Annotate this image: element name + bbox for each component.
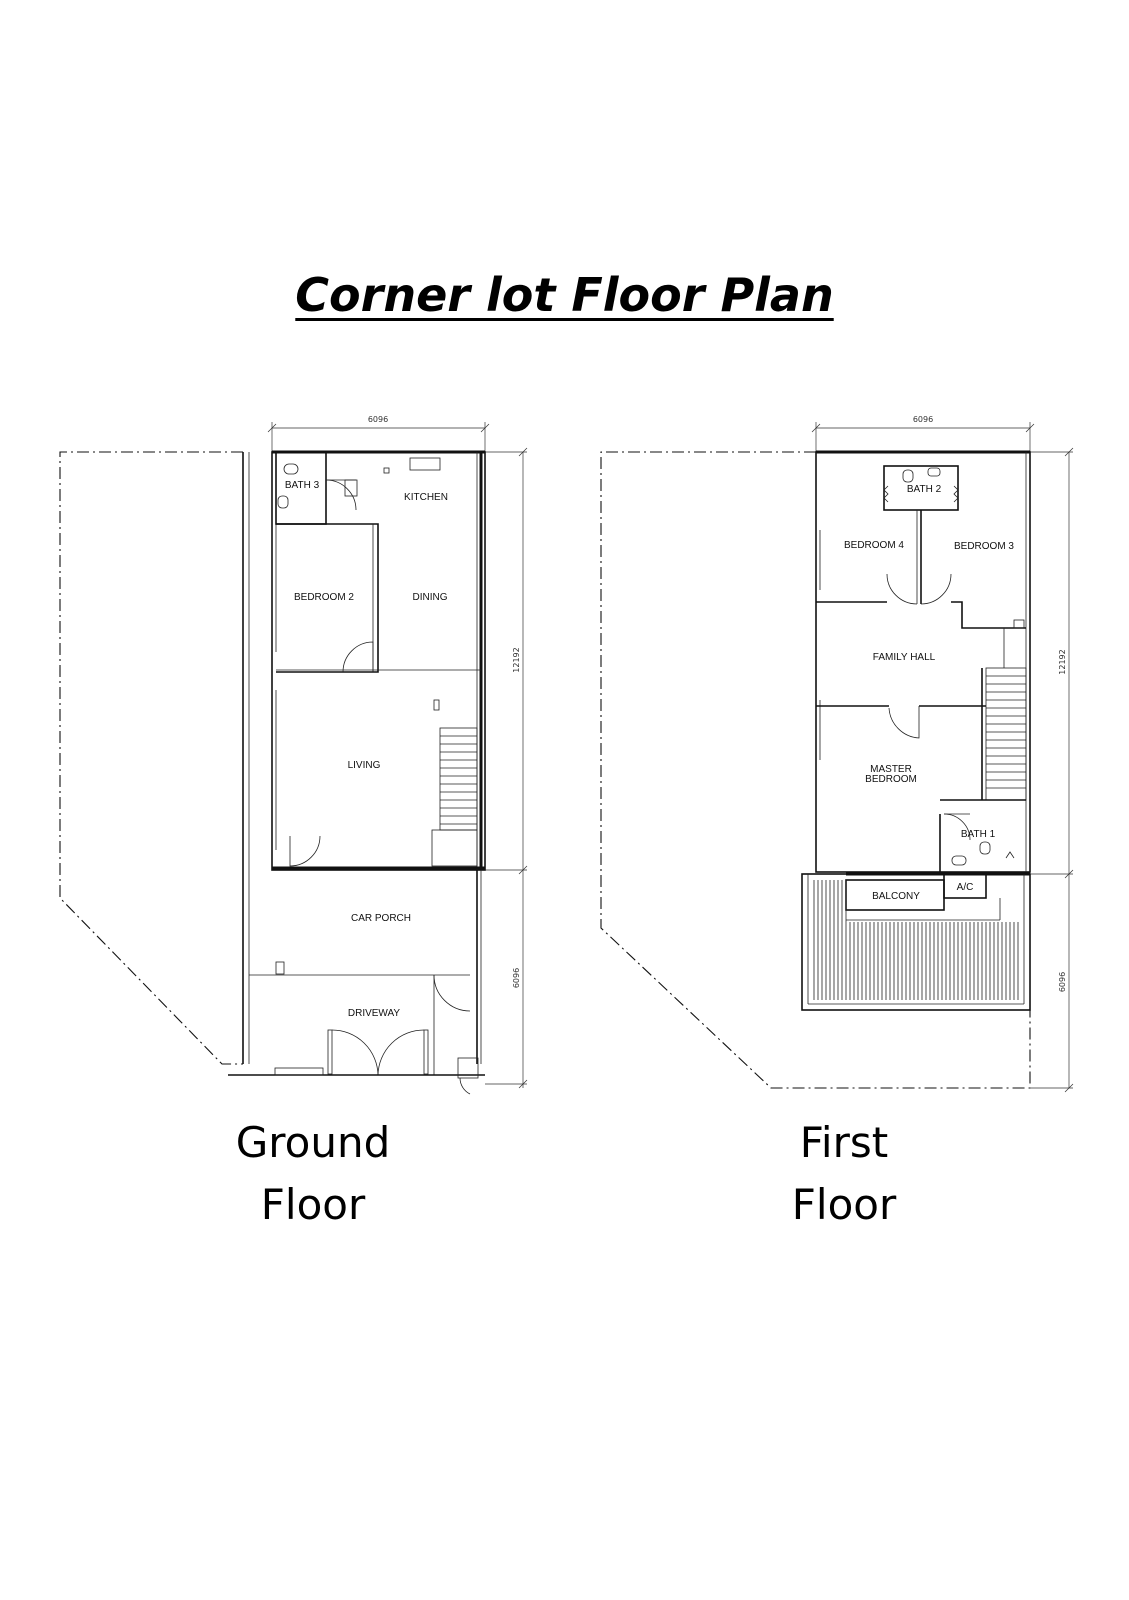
ground-staircase <box>431 727 478 867</box>
page-title: Corner lot Floor Plan <box>295 268 834 322</box>
first-floor-caption: First Floor <box>714 1112 974 1236</box>
ground-floor-caption-line2: Floor <box>260 1180 366 1229</box>
balcony-hatching <box>813 880 1019 1000</box>
first-depth-dimension: 12192 6096 <box>1030 447 1074 1093</box>
ground-width-dimension: 6096 <box>267 415 490 452</box>
first-site-boundary <box>600 451 1031 1089</box>
room-label-bath2: BATH 2 <box>907 484 942 495</box>
room-label-family-hall: FAMILY HALL <box>873 652 936 663</box>
ground-main-depth-label: 12192 <box>512 647 521 672</box>
first-front-depth-label: 6096 <box>1058 972 1067 992</box>
room-label-master-line1: MASTER <box>870 764 912 775</box>
first-width-dimension: 6096 <box>811 415 1035 452</box>
ground-site-boundary <box>59 451 243 1065</box>
room-label-dining: DINING <box>413 592 448 603</box>
first-floor-plan: 6096 12192 6096 <box>600 415 1074 1093</box>
room-label-bedroom4: BEDROOM 4 <box>844 540 904 551</box>
ground-width-label: 6096 <box>368 415 388 424</box>
room-label-master-line2: BEDROOM <box>865 774 917 785</box>
ground-floor-caption: Ground Floor <box>183 1112 443 1236</box>
first-floor-caption-line2: Floor <box>791 1180 897 1229</box>
first-width-label: 6096 <box>913 415 933 424</box>
room-label-kitchen: KITCHEN <box>404 492 448 503</box>
room-label-bath1: BATH 1 <box>961 829 996 840</box>
ground-floor-caption-line1: Ground <box>235 1118 391 1167</box>
ground-floor-plan: 6096 12192 6096 <box>59 415 528 1095</box>
room-label-car-porch: CAR PORCH <box>351 913 411 924</box>
room-label-ac: A/C <box>957 882 974 893</box>
balcony-area <box>801 873 1031 1011</box>
first-main-depth-label: 12192 <box>1058 649 1067 674</box>
room-label-driveway: DRIVEWAY <box>348 1008 401 1019</box>
bedroom2-walls <box>276 523 379 673</box>
ground-front-depth-label: 6096 <box>512 968 521 988</box>
ground-depth-dimension: 12192 6096 <box>485 447 528 1089</box>
room-label-bedroom2: BEDROOM 2 <box>294 592 354 603</box>
first-floor-caption-line1: First <box>799 1118 889 1167</box>
first-staircase <box>981 628 1027 801</box>
room-label-bath3: BATH 3 <box>285 480 320 491</box>
room-label-living: LIVING <box>348 760 381 771</box>
room-label-balcony: BALCONY <box>872 891 920 902</box>
room-label-bedroom3: BEDROOM 3 <box>954 541 1014 552</box>
